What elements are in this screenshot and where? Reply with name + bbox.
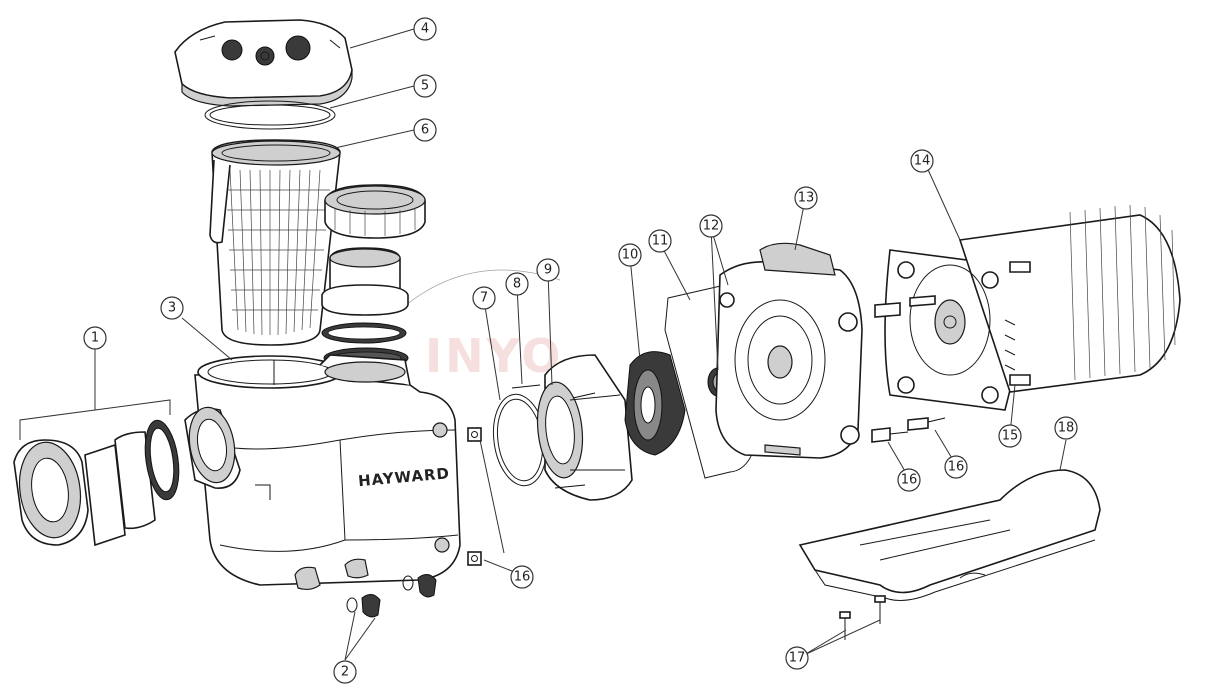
svg-text:16: 16 (514, 570, 531, 585)
svg-text:13: 13 (798, 191, 815, 206)
callout-7: 7 (472, 286, 496, 310)
svg-text:15: 15 (1002, 429, 1019, 444)
impeller (624, 351, 686, 456)
svg-text:17: 17 (789, 651, 806, 666)
callout-4: 4 (413, 17, 437, 41)
callout-14: 14 (910, 149, 934, 173)
lid-o-ring (204, 100, 336, 130)
pump-housing: HAYWARD (194, 354, 461, 591)
svg-text:12: 12 (703, 219, 720, 234)
union-o-ring-outlet (321, 322, 407, 344)
svg-text:11: 11 (652, 234, 669, 249)
callout-17: 17 (785, 646, 809, 670)
svg-text:8: 8 (513, 277, 521, 292)
diffuser (511, 354, 633, 501)
union-tailpiece-outlet (321, 247, 409, 316)
svg-text:16: 16 (948, 460, 965, 475)
svg-text:9: 9 (544, 263, 552, 278)
callout-5: 5 (413, 74, 437, 98)
watermark-text: INYO (425, 329, 563, 383)
strainer-basket (209, 139, 341, 346)
callout-2: 2 (333, 660, 357, 684)
motor (874, 204, 1181, 411)
callout-16-nuts: 16 (510, 565, 534, 589)
union-nut-outlet (324, 184, 426, 239)
svg-text:1: 1 (91, 331, 99, 346)
callout-6: 6 (413, 118, 437, 142)
pump-base (798, 469, 1101, 601)
svg-text:16: 16 (901, 473, 918, 488)
svg-text:2: 2 (341, 665, 349, 680)
callout-16-bolt-left: 16 (897, 468, 921, 492)
callout-10: 10 (618, 243, 642, 267)
inlet-union-assembly (13, 406, 241, 547)
svg-text:18: 18 (1058, 421, 1075, 436)
callout-15: 15 (998, 424, 1022, 448)
svg-text:6: 6 (421, 123, 429, 138)
svg-text:14: 14 (914, 154, 931, 169)
callout-11: 11 (648, 229, 672, 253)
callout-18: 18 (1054, 416, 1078, 440)
square-nuts (467, 427, 482, 566)
callout-9: 9 (536, 258, 560, 282)
seal-plate (715, 242, 863, 459)
callout-1: 1 (83, 326, 107, 350)
callout-8: 8 (505, 272, 529, 296)
callout-16-bolt-right: 16 (944, 455, 968, 479)
svg-text:7: 7 (480, 291, 488, 306)
svg-text:3: 3 (168, 301, 176, 316)
base-screws (839, 595, 886, 640)
strainer-lid (174, 19, 353, 107)
motor-bolts (871, 417, 946, 443)
svg-text:10: 10 (622, 248, 639, 263)
callout-13: 13 (794, 186, 818, 210)
svg-text:4: 4 (421, 22, 429, 37)
callout-12: 12 (699, 214, 723, 238)
callout-3: 3 (160, 296, 184, 320)
svg-text:5: 5 (421, 79, 429, 94)
drain-plugs (346, 574, 437, 618)
